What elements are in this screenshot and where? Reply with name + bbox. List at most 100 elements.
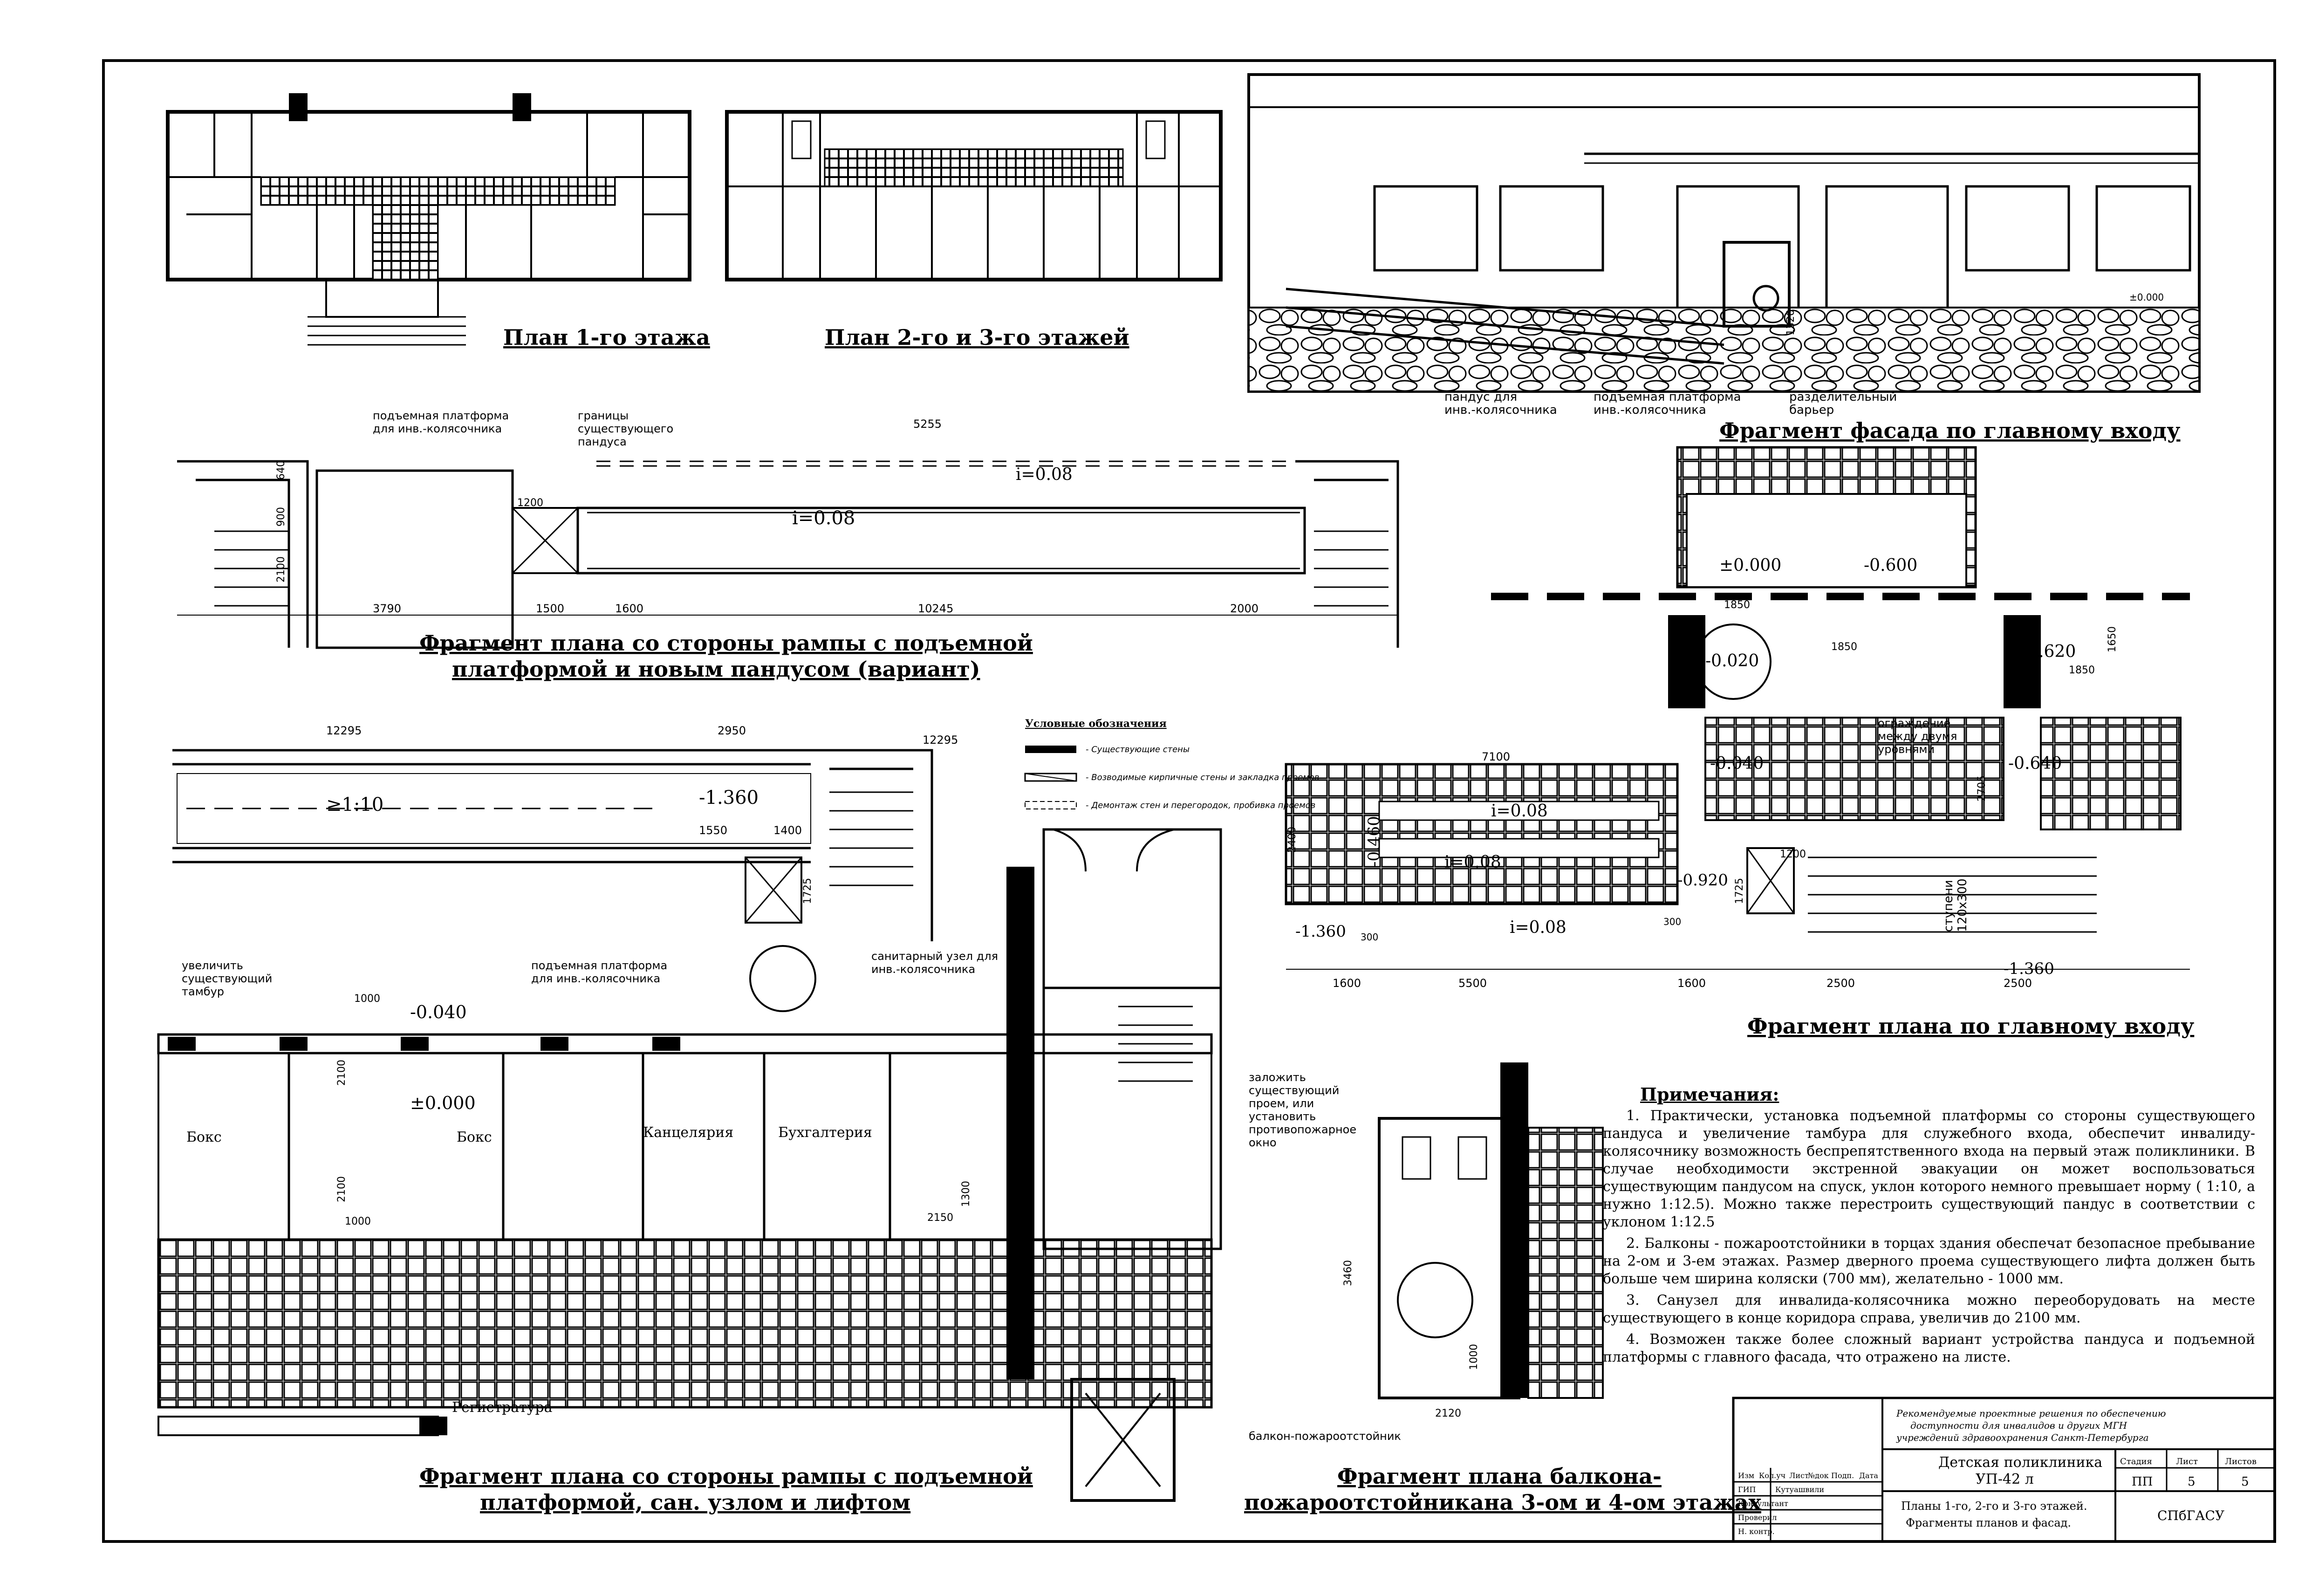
notes-title: Примечания: (1640, 1084, 1779, 1105)
closeup-label-6: окно (1249, 1136, 1277, 1149)
slope-upper: i=0.08 (1016, 465, 1073, 484)
sanitary-title-2: платформой, сан. узлом и лифтом (480, 1490, 910, 1515)
ramp-fragment-title-1: Фрагмент плана со стороны рампы с подъем… (419, 630, 1033, 656)
dim-1600-entry-right: 1600 (1677, 977, 1706, 990)
stamp-col-2: Лист (1789, 1471, 1809, 1480)
dim-2000: 2000 (1230, 602, 1259, 615)
boundaries-label-2: существующего (578, 422, 673, 435)
enlarge-label-3: тамбур (182, 985, 224, 998)
stamp-stage: ПП (2132, 1475, 2153, 1489)
dim-1000-balcony: 1000 (1468, 1344, 1480, 1370)
legend: Условные обозначения (1024, 718, 1167, 809)
dim-12295-text: 12295 (326, 724, 362, 737)
mark-pm0000-san: ±0.000 (410, 1093, 476, 1113)
facade-title: Фрагмент фасада по главному входу (1719, 418, 2181, 443)
dim-3790: 3790 (373, 602, 401, 615)
stamp-organization: СПбГАСУ (2157, 1508, 2224, 1523)
legend-item-0: - Существующие стены (1086, 745, 1190, 754)
facade-platform-label-2: инв.-колясочника (1594, 403, 1706, 417)
stamp-header-2: доступности для инвалидов и других МГН (1910, 1420, 2127, 1431)
stamp-header-1: Рекомендуемые проектные решения по обесп… (1896, 1408, 2166, 1419)
closeup-label-2: существующий (1249, 1084, 1339, 1097)
dim-1200: 1200 (517, 497, 543, 509)
stamp-sheets-header: Листов (2225, 1457, 2257, 1466)
stamp-col-5: Дата (1859, 1471, 1878, 1480)
stamp-desc-1: Планы 1-го, 2-го и 3-го этажей. (1901, 1500, 2087, 1513)
main-entry-title: Фрагмент плана по главному входу (1747, 1014, 2194, 1039)
dim-1500: 1500 (536, 602, 564, 615)
dim-2950: 2950 (718, 724, 746, 737)
note-4: 4. Возможен также более сложный вариант … (1603, 1331, 2255, 1365)
facade-ramp-label-2: инв.-колясочника (1444, 403, 1557, 417)
legend-title: Условные обозначения (1025, 718, 1167, 730)
facade-drawing (1247, 73, 2201, 393)
dim-1200-entry: 1200 (1780, 849, 1806, 860)
stamp-col-4: Подп. (1831, 1471, 1854, 1480)
dim-3460: 3460 (1342, 1260, 1354, 1286)
main-entry-plan (1285, 446, 2190, 970)
fence-label-3: уровнями (1878, 743, 1935, 756)
boundaries-label-1: границы (578, 409, 629, 422)
dim-1300: 1300 (960, 1181, 972, 1207)
dim-2400: 2400 (1286, 827, 1298, 853)
dim-900: 900 (275, 507, 287, 527)
ramp-fragment-plan (177, 460, 1399, 649)
dim-1850-b: 1850 (1831, 641, 1857, 653)
san-platform-label-1: подъемная платформа (531, 959, 667, 972)
dim-2100-san-a: 2100 (336, 1060, 348, 1086)
stamp-role-1: ГИП (1738, 1485, 1756, 1494)
dim-1000-san-b: 1000 (345, 1216, 371, 1227)
closeup-label-1: заложить (1249, 1071, 1306, 1084)
sanitary-label-1: санитарный узел для (871, 950, 998, 963)
entry-slope-3: i=0.08 (1510, 918, 1566, 937)
plan-first-floor-title: План 1-го этажа (503, 325, 710, 350)
dim-1850-a: 1850 (1724, 599, 1750, 611)
ramp-platform-label-2: для инв.-колясочника (373, 422, 502, 435)
stamp-project-1: Детская поликлиника (1938, 1454, 2102, 1471)
legend-item-1: - Возводимые кирпичные стены и закладка … (1086, 773, 1320, 782)
mark-m1360-entry-left: -1.360 (1295, 922, 1346, 941)
stamp-sheets: 5 (2241, 1475, 2249, 1489)
sanitary-title-1: Фрагмент плана со стороны рампы с подъем… (419, 1464, 1033, 1489)
mark-m0600: -0.600 (1864, 556, 1917, 575)
title-block (1732, 1397, 2276, 1543)
stamp-desc-2: Фрагменты планов и фасад. (1906, 1516, 2071, 1529)
facade-dim-1320: 1320 (1785, 309, 1797, 336)
stamp-role-3: Проверил (1738, 1513, 1777, 1522)
balcony-title-2: пожароотстойникана 3-ом и 4-ом этажах (1244, 1490, 1761, 1515)
dim-1000-san: 1000 (354, 993, 380, 1005)
dim-1725-entry: 1725 (1734, 878, 1745, 904)
stamp-project-2: УП-42 л (1976, 1471, 2034, 1487)
dim-1550: 1550 (699, 824, 727, 837)
dim-2150: 2150 (927, 1212, 953, 1224)
mark-m0020: -0.020 (1705, 651, 1759, 671)
room-box-2: Бокс (457, 1129, 492, 1145)
plan-upper-floors-title: План 2-го и 3-го этажей (825, 325, 1129, 350)
dim-2120: 2120 (1435, 1408, 1461, 1419)
closeup-label-4: установить (1249, 1110, 1316, 1123)
sanitary-lift-plan (157, 749, 1222, 1502)
slope-1-10: ≥1:10 (326, 794, 383, 815)
dim-1600-entry-left: 1600 (1333, 977, 1361, 990)
steps-size: 120х300 (1956, 878, 1970, 932)
mark-m0620: -0.620 (2022, 642, 2076, 661)
mark-m0040-san: -0.040 (410, 1002, 467, 1022)
balcony-label: балкон-пожароотстойник (1249, 1430, 1401, 1443)
dim-10245: 10245 (918, 602, 953, 615)
dim-1650: 1650 (2107, 626, 2118, 652)
facade-separator-label-2: барьер (1789, 403, 1834, 417)
note-1: 1. Практически, установка подъемной плат… (1603, 1108, 2255, 1230)
sanitary-label-2: инв.-колясочника (871, 963, 975, 976)
notes-block: Примечания: 1. Практически, установка по… (1603, 1086, 2255, 1370)
dim-2705: 2705 (1976, 775, 1988, 801)
fence-label-1: ограждение (1878, 717, 1950, 730)
ramp-fragment-title-2: платформой и новым пандусом (вариант) (452, 657, 980, 682)
slope-lower: i=0.08 (792, 507, 855, 529)
room-accounting: Бухгалтерия (778, 1124, 872, 1141)
stamp-sheet-header: Лист (2176, 1457, 2198, 1466)
stamp-role-2: Консультант (1738, 1499, 1788, 1508)
closeup-label-3: проем, или (1249, 1097, 1314, 1110)
boundaries-label-3: пандуса (578, 435, 627, 448)
mark-m1360-ramp: -1.360 (699, 787, 759, 808)
mark-m0640: -0.640 (2008, 754, 2062, 773)
